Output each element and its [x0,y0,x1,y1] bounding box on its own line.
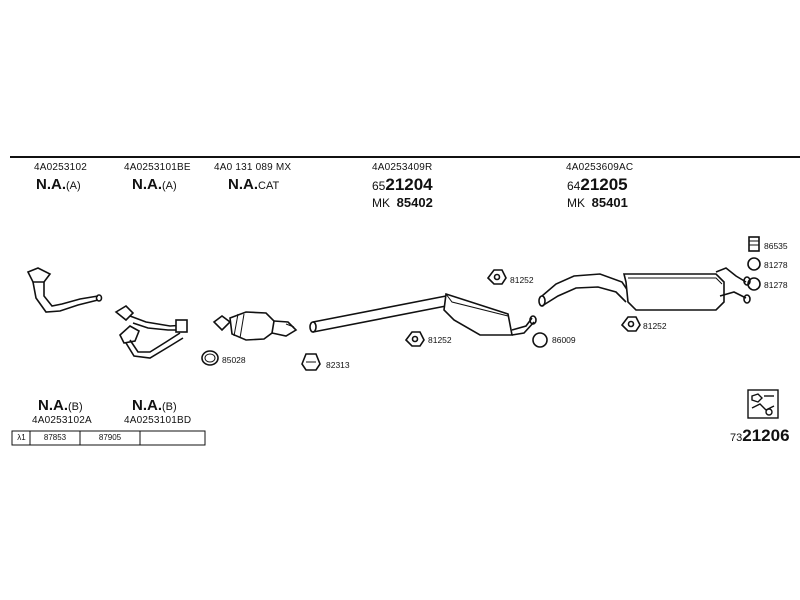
fitting-label-86535: 86535 [764,241,788,251]
na-y-pipe-b: N.A.(B) [132,398,177,413]
mk-prefix: MK [372,196,390,210]
na-label: N.A. [38,397,68,414]
part-code-catalytic-converter: 4A0 131 089 MX [214,162,292,173]
na-label: N.A. [132,397,162,414]
part-code-y-pipe: 4A0253101BE [124,162,191,173]
na-suffix: (A) [162,180,177,192]
hanger-81252-c [620,316,641,332]
mk-number: 85402 [396,195,433,210]
front-pipe [26,267,103,313]
na-suffix: (A) [66,180,81,192]
table-cell-2: 87905 [98,433,122,442]
mk-rear-silencer: MK 85401 [567,196,628,209]
hanger-81252-b [404,331,425,347]
fitting-label-86009: 86009 [552,335,576,345]
table-lambda: λ1 [17,433,26,442]
na-label: N.A. [36,176,66,193]
fitting-label-81278-b: 81278 [764,280,788,290]
catalytic-converter [212,311,298,341]
rear-silencer [538,267,751,311]
hanger-81252-a [486,269,507,285]
fitting-label-81252-a: 81252 [510,275,534,285]
fitting-label-81252-c: 81252 [643,321,667,331]
part-code-front-pipe: 4A0253102 [34,162,87,173]
na-catalytic-converter: N.A.CAT [228,177,279,192]
na-suffix: (B) [68,401,83,413]
ref-centre-silencer: 6521204 [372,176,433,193]
ref-prefix: 65 [372,179,386,193]
part-code-centre-silencer: 4A0253409R [372,162,433,173]
ref-rear-silencer: 6421205 [567,176,628,193]
na-front-pipe-b: N.A.(B) [38,398,83,413]
diagram-ref-main: 21206 [742,426,790,445]
centre-pipe-silencer [309,292,537,336]
na-suffix: (B) [162,401,177,413]
fitting-label-81252-b: 81252 [428,335,452,345]
na-label: N.A. [228,176,258,193]
ref-main: 21204 [385,175,433,194]
y-pipe [114,304,188,359]
bottom-table-frame [11,430,206,446]
document-icon [747,389,779,419]
table-cell-1: 87853 [43,433,67,442]
na-front-pipe: N.A.(A) [36,177,81,192]
mk-prefix: MK [567,196,585,210]
ref-main: 21205 [580,175,628,194]
na-y-pipe: N.A.(A) [132,177,177,192]
na-suffix: CAT [258,180,280,192]
fittings-drawing [201,236,761,371]
part-code-y-pipe-b: 4A0253101BD [124,415,192,426]
part-code-rear-silencer: 4A0253609AC [566,162,634,173]
mk-number: 85401 [591,195,628,210]
fitting-label-82313: 82313 [326,360,350,370]
part-code-front-pipe-b: 4A0253102A [32,415,92,426]
na-label: N.A. [132,176,162,193]
mk-centre-silencer: MK 85402 [372,196,433,209]
diagram-reference-number: 7321206 [730,427,790,444]
ref-prefix: 64 [567,179,581,193]
diagram-ref-prefix: 73 [730,432,743,444]
fitting-label-81278-a: 81278 [764,260,788,270]
fitting-label-85028: 85028 [222,355,246,365]
